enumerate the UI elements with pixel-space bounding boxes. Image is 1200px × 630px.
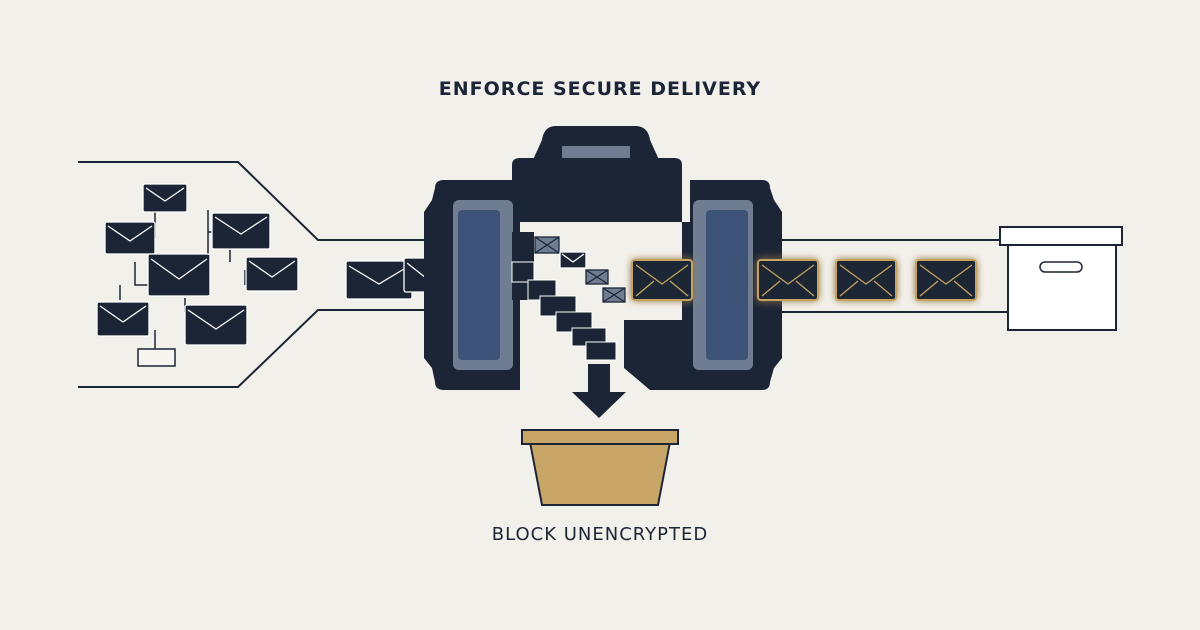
outgoing-track [770, 239, 1010, 313]
envelope-icon [104, 221, 156, 255]
envelope-icon [915, 259, 977, 301]
envelope-icon [757, 259, 819, 301]
filter-machine [424, 126, 782, 418]
inner-rejected-envelopes [534, 236, 626, 303]
envelope-icon [147, 253, 211, 297]
envelope-icon [211, 212, 271, 250]
blank-card [137, 348, 176, 367]
secure-envelopes [631, 259, 977, 301]
envelope-icon [245, 256, 299, 292]
arrow-down-icon [572, 364, 626, 418]
reject-label: BLOCK UNENCRYPTED [491, 524, 709, 545]
envelope-icon [559, 251, 587, 269]
envelope-icon [345, 260, 413, 300]
envelope-icon [184, 304, 248, 346]
diagram-title: ENFORCE SECURE DELIVERY [438, 78, 762, 100]
envelope-icon [835, 259, 897, 301]
envelope-icon [142, 183, 188, 213]
envelope-icon [631, 259, 693, 301]
reject-bin [521, 429, 679, 506]
box-handle [1039, 261, 1083, 273]
storage-box [999, 226, 1123, 331]
envelope-icon [602, 287, 626, 303]
incoming-funnel-outline [78, 161, 440, 388]
incoming-envelopes [96, 183, 441, 346]
envelope-icon [585, 269, 609, 285]
envelope-icon [96, 301, 150, 337]
envelope-icon [534, 236, 560, 254]
